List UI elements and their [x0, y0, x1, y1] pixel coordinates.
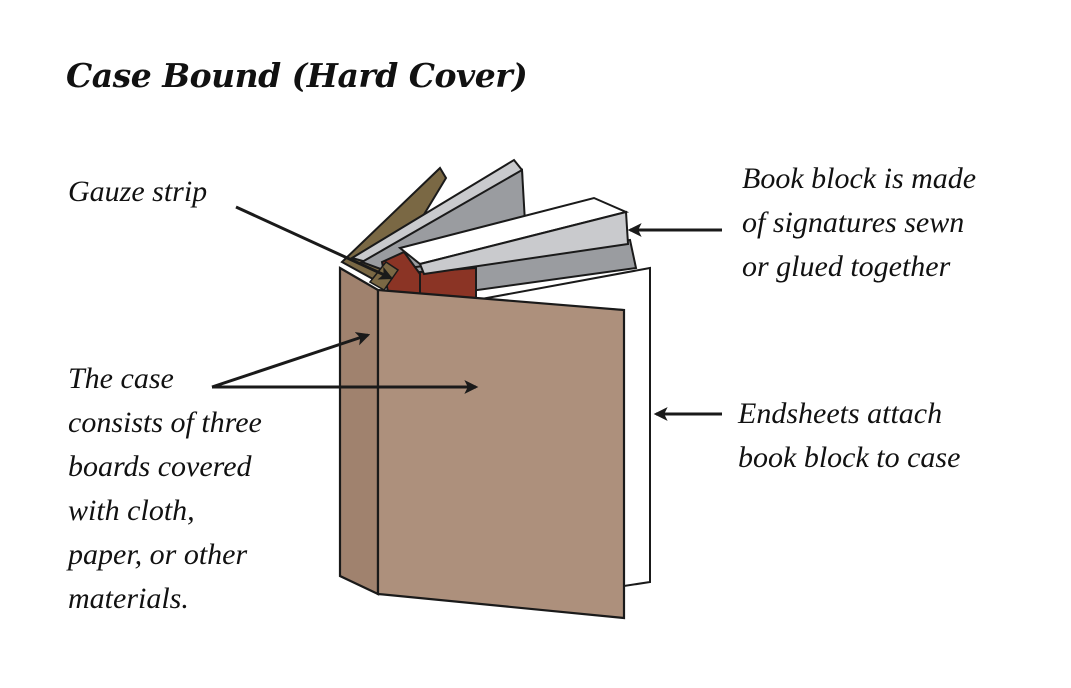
arrow-case-spine	[211, 332, 371, 389]
label-case: The case consists of three boards covere…	[68, 357, 262, 621]
label-line: with cloth,	[68, 494, 195, 527]
front-cover-board	[376, 288, 626, 620]
label-line: Gauze strip	[68, 175, 208, 208]
label-line: Endsheets attach	[738, 397, 943, 430]
label-line: consists of three	[68, 406, 262, 439]
label-gauze-strip: Gauze strip	[68, 170, 207, 214]
label-line: paper, or other	[68, 538, 248, 571]
label-line: or glued together	[742, 250, 951, 283]
label-line: Book block is made	[742, 162, 977, 195]
label-line: boards covered	[68, 450, 252, 483]
label-line: book block to case	[738, 441, 961, 474]
diagram-title: Case Bound (Hard Cover)	[66, 56, 528, 95]
arrow-gauze	[235, 205, 394, 280]
label-book-block: Book block is made of signatures sewn or…	[742, 157, 976, 289]
label-endsheets: Endsheets attach book block to case	[738, 392, 960, 480]
label-line: The case	[68, 362, 174, 395]
spine-board	[338, 266, 380, 596]
label-line: materials.	[68, 582, 189, 615]
label-line: of signatures sewn	[742, 206, 965, 239]
signature-white-edge	[418, 210, 630, 276]
